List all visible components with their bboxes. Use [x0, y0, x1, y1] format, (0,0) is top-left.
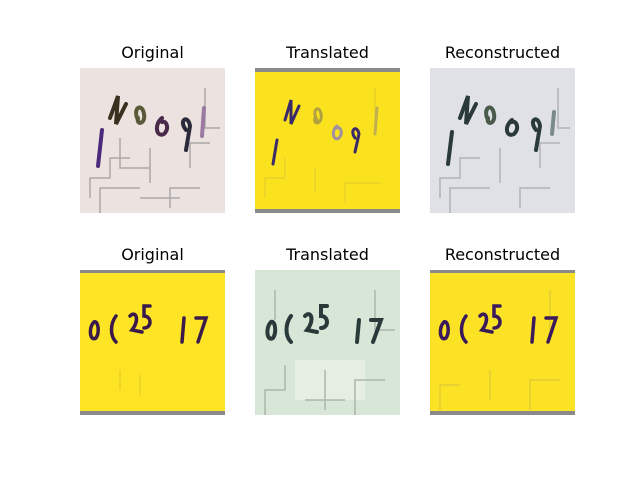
- digit-image-translated-row1: [255, 68, 400, 213]
- panel-title: Reconstructed: [444, 43, 561, 62]
- panel-title: Original: [121, 43, 184, 62]
- panel-title: Translated: [286, 43, 369, 62]
- panel-title: Translated: [286, 245, 369, 264]
- digit-image-original-row1: [80, 68, 225, 213]
- digit-image-reconstructed-row1: [430, 68, 575, 213]
- digit-image-reconstructed-row2: [430, 270, 575, 415]
- digit-image-original-row2: [80, 270, 225, 415]
- panel-title: Reconstructed: [444, 245, 561, 264]
- digit-image-translated-row2: [255, 270, 400, 415]
- panel-title: Original: [121, 245, 184, 264]
